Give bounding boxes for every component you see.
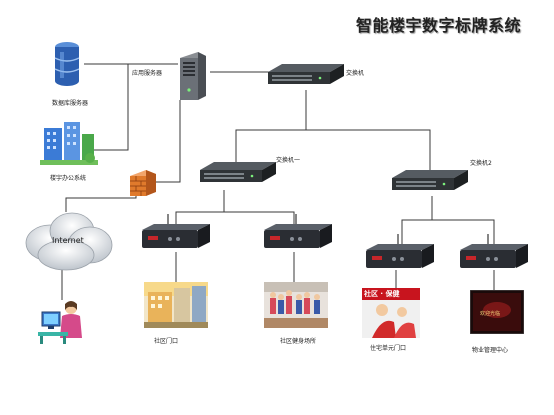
- screen-text: 欢迎光临: [480, 311, 501, 317]
- core-switch-icon: [268, 64, 344, 96]
- office-system-label: 楼宇办公系统: [50, 175, 87, 182]
- line-switch1-player1: [175, 190, 225, 228]
- switch-two-label: 交换机2: [470, 160, 492, 167]
- switch-one-label: 交换机一: [276, 157, 301, 164]
- community-gym-photo: [264, 282, 328, 328]
- office-building-icon: [40, 120, 98, 170]
- community-gym-label: 社区健身场所: [280, 338, 317, 345]
- firewall-icon: [128, 168, 158, 202]
- line-switch1-player2: [224, 211, 295, 228]
- property-center-screen: [469, 289, 525, 335]
- core-switch-label: 交换机: [346, 70, 365, 77]
- internet-label: Internet: [52, 236, 84, 245]
- media-player-icon: [458, 232, 530, 278]
- diagram-title: 智能楼宇数字标牌系统: [356, 16, 522, 35]
- user-computer-icon: [38, 298, 84, 350]
- database-server-icon: [52, 40, 82, 94]
- media-player-icon: [262, 212, 334, 258]
- media-player-icon: [140, 212, 212, 258]
- banner-text: 社区 · 保健: [364, 290, 400, 298]
- line-db-office-bracket: [84, 63, 129, 151]
- database-server-label: 数据库服务器: [52, 100, 89, 107]
- line-switch2-player3: [401, 196, 433, 246]
- app-server-icon: [176, 52, 210, 106]
- line-core-switch1: [235, 90, 307, 168]
- media-player-icon: [364, 232, 436, 278]
- app-server-label: 应用服务器: [132, 70, 163, 77]
- switch-two-icon: [392, 170, 468, 202]
- switch-one-icon: [200, 162, 276, 194]
- line-core-switch2: [306, 129, 431, 176]
- internet-cloud-icon: [20, 205, 116, 277]
- community-gate-photo: [144, 282, 208, 328]
- residential-entrance-photo: [362, 288, 420, 338]
- property-center-label: 物业管理中心: [472, 347, 509, 354]
- residential-entrance-label: 住宅单元门口: [370, 345, 407, 352]
- community-gate-label: 社区门口: [154, 338, 179, 345]
- line-switch2-player4: [432, 219, 495, 246]
- line-app-firewall: [156, 100, 181, 183]
